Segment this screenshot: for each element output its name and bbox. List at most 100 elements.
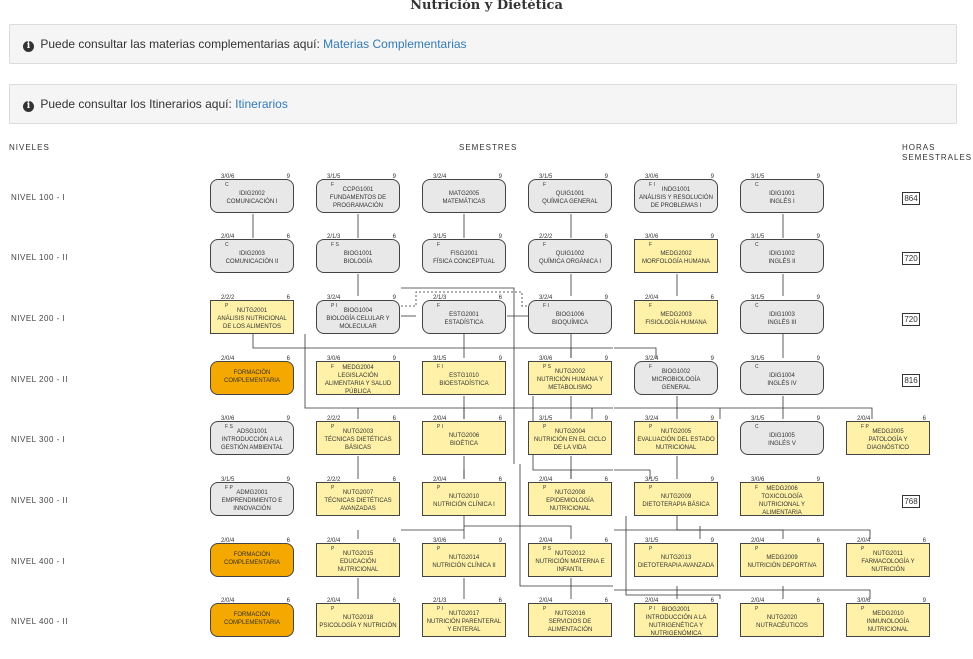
course-code: QUIG1001 [555, 190, 585, 197]
course-credits: 2/0/4 [433, 416, 447, 422]
course-code: BIOG1002 [661, 368, 691, 375]
course-tag: F [543, 182, 547, 188]
course-weekly-hours: 9 [604, 174, 608, 180]
course-credits: 3/1/5 [751, 295, 765, 301]
course-weekly-hours: 9 [392, 356, 396, 362]
semester-hours: 864 [902, 192, 920, 205]
course-name: INTRODUCCIÓN A LA NUTRIGENÉTICA Y NUTRIG… [645, 614, 707, 637]
course-tag: P [225, 303, 229, 309]
course-name: TOXICOLOGÍA NUTRICIONAL Y ALIMENTARIA [758, 493, 805, 516]
course-name: DIETOTERAPIA BÁSICA [642, 501, 710, 508]
course-code: ADSG1001 [236, 428, 268, 435]
levels-header: NIVELES [9, 143, 50, 152]
course-code: FISG2001 [450, 250, 478, 257]
course-tag: P [755, 546, 759, 552]
course-name: FISIOLOGÍA HUMANA [645, 319, 707, 326]
course-name: INTRODUCCIÓN A LA GESTIÓN AMBIENTAL [221, 436, 283, 451]
course-code: MATG2005 [448, 190, 480, 197]
itineraries-link[interactable]: Itinerarios [235, 97, 288, 111]
course-tag: C [755, 364, 759, 370]
course-credits: 3/1/5 [433, 356, 447, 362]
course-weekly-hours: 6 [286, 538, 290, 544]
course-tag: P [331, 424, 335, 430]
course-credits: 2/2/2 [539, 234, 553, 240]
course-weekly-hours: 9 [392, 174, 396, 180]
course-tag: F I [437, 364, 443, 370]
course-credits: 2/0/4 [857, 416, 871, 422]
level-label: NIVEL 300 - II [11, 496, 68, 505]
course-code: IDIG1004 [769, 372, 795, 379]
complementary-link[interactable]: Materias Complementarias [323, 37, 467, 51]
course-weekly-hours: 6 [286, 598, 290, 604]
course-tag: F [543, 242, 547, 248]
course-code: IDIG1002 [769, 250, 795, 257]
course-weekly-hours: 6 [392, 416, 396, 422]
course-weekly-hours: 6 [604, 598, 608, 604]
course-code: NUTG2016 [554, 610, 586, 617]
course-tag: F I [543, 303, 549, 309]
course-code: NUTG2007 [342, 489, 374, 496]
level-label: NIVEL 100 - I [11, 193, 66, 202]
course-code: NUTG2011 [873, 550, 903, 557]
course-credits: 3/2/4 [645, 356, 659, 362]
course-weekly-hours: 6 [604, 477, 608, 483]
course-tag: F [755, 485, 759, 491]
course-weekly-hours: 6 [604, 234, 608, 240]
course-credits: 2/2/2 [327, 416, 341, 422]
course-code: IDIG1005 [769, 432, 795, 439]
course-credits: 3/0/6 [539, 356, 553, 362]
course-code: MEDG2003 [660, 311, 692, 318]
